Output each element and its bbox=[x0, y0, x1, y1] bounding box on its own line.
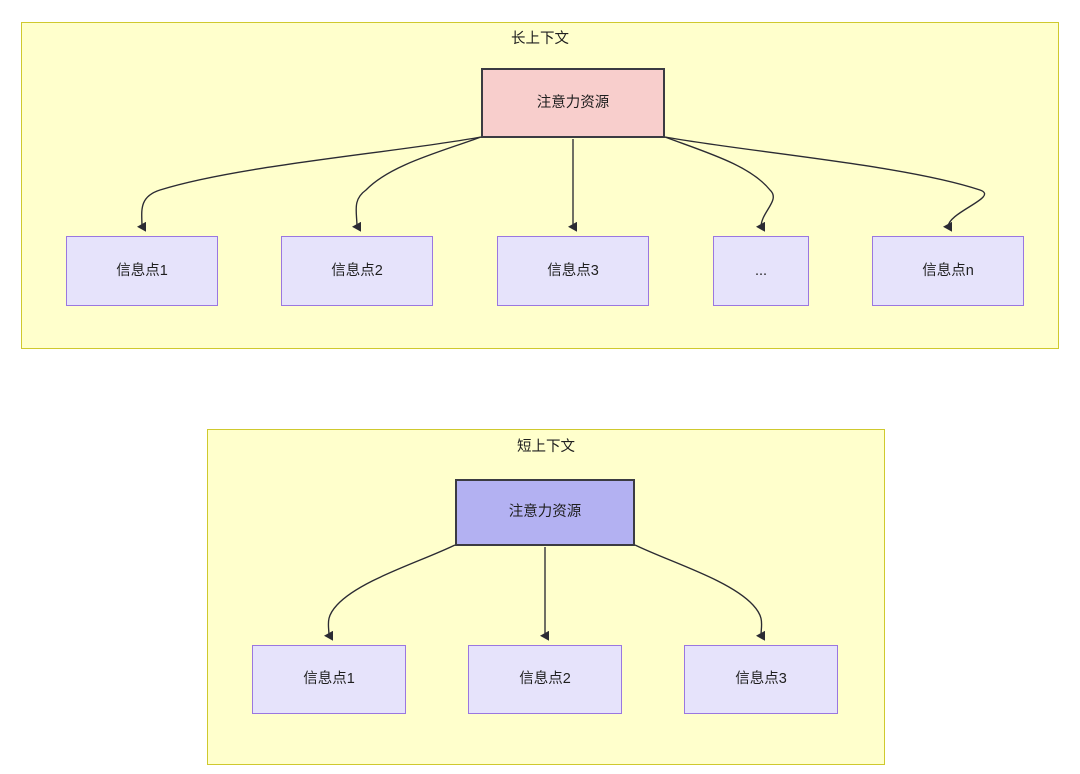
node-info-point-1-long[interactable]: 信息点1 bbox=[66, 236, 218, 306]
node-info-point-n-long[interactable]: 信息点n bbox=[872, 236, 1024, 306]
node-info-point-2-short[interactable]: 信息点2 bbox=[468, 645, 622, 714]
node-label: 信息点2 bbox=[331, 262, 383, 279]
node-info-point-ellipsis-long[interactable]: ... bbox=[713, 236, 809, 306]
node-info-point-3-short[interactable]: 信息点3 bbox=[684, 645, 838, 714]
panel-long-context-title: 长上下文 bbox=[511, 31, 569, 47]
node-label: ... bbox=[754, 262, 768, 279]
node-label: 信息点1 bbox=[116, 262, 168, 279]
node-label: 信息点1 bbox=[303, 671, 355, 688]
node-info-point-3-long[interactable]: 信息点3 bbox=[497, 236, 649, 306]
node-info-point-1-short[interactable]: 信息点1 bbox=[252, 645, 406, 714]
node-attention-resource-short[interactable]: 注意力资源 bbox=[455, 479, 635, 546]
panel-short-context-title: 短上下文 bbox=[517, 439, 575, 455]
node-label: 注意力资源 bbox=[536, 94, 610, 111]
node-label: 信息点n bbox=[922, 262, 974, 279]
node-label: 信息点3 bbox=[735, 671, 787, 688]
node-label: 信息点3 bbox=[547, 262, 599, 279]
node-label: 注意力资源 bbox=[508, 504, 582, 521]
node-attention-resource-long[interactable]: 注意力资源 bbox=[481, 68, 665, 138]
node-label: 信息点2 bbox=[519, 671, 571, 688]
node-info-point-2-long[interactable]: 信息点2 bbox=[281, 236, 433, 306]
